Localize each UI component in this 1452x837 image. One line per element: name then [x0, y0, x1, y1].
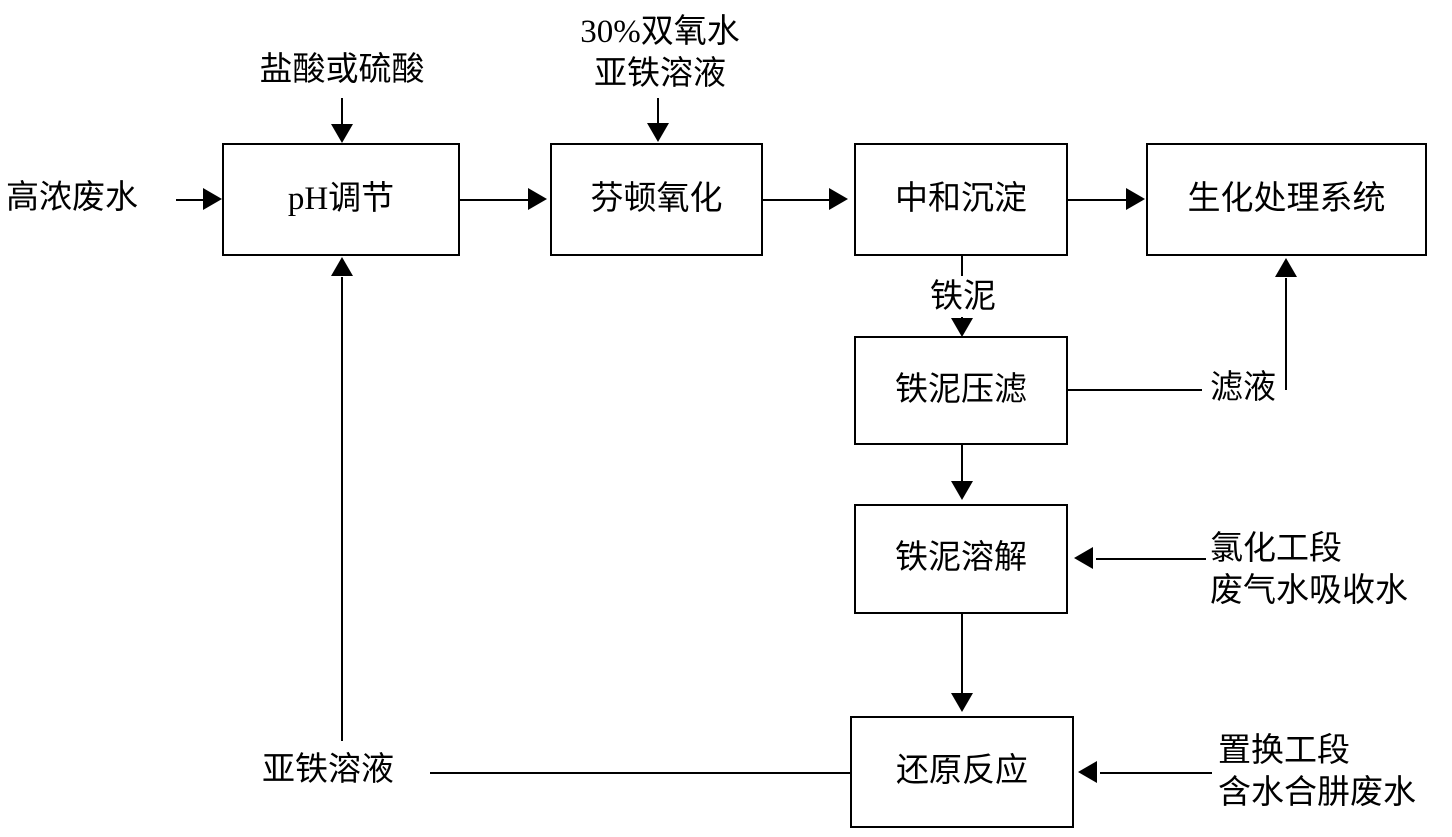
arrowhead-influent-to-ph [203, 188, 222, 210]
label-influent-text: 高浓废水 [6, 180, 138, 216]
node-iron-sludge-dissolution-label: 铁泥溶解 [895, 540, 1027, 577]
arrowhead-dissolve-to-reduce [951, 693, 973, 712]
node-iron-sludge-filter-press[interactable]: 铁泥压滤 [854, 336, 1068, 445]
label-chlorination-line1: 氯化工段 [1210, 531, 1342, 567]
arrowhead-filtrate-to-bio [1275, 258, 1297, 277]
label-ferrous-solution-text: 亚铁溶液 [262, 752, 394, 788]
node-fenton-oxidation-label: 芬顿氧化 [590, 180, 723, 217]
connector-filtrate-to-bio [1285, 278, 1287, 390]
arrowhead-ferrous-to-ph [331, 257, 353, 276]
label-filtrate-text: 滤液 [1210, 370, 1276, 406]
connector-dissolve-to-reduce [961, 614, 963, 694]
node-reduction-reaction-label: 还原反应 [896, 753, 1028, 790]
arrowhead-acid-to-ph [331, 124, 353, 143]
node-reduction-reaction[interactable]: 还原反应 [850, 716, 1074, 828]
label-displacement-line2: 含水合肼废水 [1218, 775, 1416, 812]
label-peroxide-line2: 亚铁溶液 [594, 56, 726, 93]
node-neutralization-precipitation-label: 中和沉淀 [895, 180, 1027, 217]
connector-press-to-dissolve [961, 445, 963, 483]
connector-chlorination-to-dissolve [1096, 558, 1206, 560]
label-displacement-hydrazine-wastewater: 置换工段 含水合肼废水 [1218, 730, 1448, 815]
connector-press-to-filtrate [1068, 389, 1202, 391]
connector-neutral-to-bio [1068, 199, 1130, 201]
arrowhead-fenton-to-neutral [829, 188, 848, 210]
arrowhead-press-to-dissolve [951, 481, 973, 500]
node-fenton-oxidation[interactable]: 芬顿氧化 [550, 143, 763, 256]
connector-peroxide-to-fenton [657, 98, 659, 126]
connector-ph-to-fenton [460, 199, 532, 201]
arrowhead-peroxide-to-fenton [647, 123, 669, 142]
connector-influent-to-ph [176, 199, 208, 201]
connector-fenton-to-neutral [763, 199, 831, 201]
connector-acid-to-ph [341, 98, 343, 128]
node-iron-sludge-filter-press-label: 铁泥压滤 [895, 371, 1027, 408]
label-acid-text: 盐酸或硫酸 [259, 52, 425, 88]
label-chlorination-absorption-water: 氯化工段 废气水吸收水 [1210, 528, 1440, 613]
node-ph-adjustment-label: pH调节 [287, 180, 395, 217]
arrowhead-neutral-to-bio [1126, 188, 1145, 210]
arrowhead-neutral-to-press [951, 318, 973, 337]
label-acid: 盐酸或硫酸 [218, 50, 466, 91]
label-chlorination-line2: 废气水吸收水 [1210, 573, 1408, 610]
node-ph-adjustment[interactable]: pH调节 [222, 143, 460, 256]
label-peroxide: 30%双氧水 亚铁溶液 [538, 11, 782, 96]
arrowhead-chlorination-to-dissolve [1074, 547, 1093, 569]
label-peroxide-line1: 30%双氧水 [580, 14, 740, 50]
label-iron-sludge: 铁泥 [901, 277, 1025, 318]
node-biochemical-treatment-system-label: 生化处理系统 [1187, 180, 1386, 217]
node-neutralization-precipitation[interactable]: 中和沉淀 [854, 143, 1068, 256]
connector-ferrous-riser-to-ph [341, 277, 343, 741]
arrowhead-ph-to-fenton [528, 188, 547, 210]
label-influent: 高浓废水 [6, 178, 176, 219]
connector-neutral-to-press-upper [961, 256, 963, 276]
connector-reduce-to-ferrous [428, 772, 852, 774]
node-iron-sludge-dissolution[interactable]: 铁泥溶解 [854, 504, 1068, 614]
label-displacement-line1: 置换工段 [1218, 733, 1350, 769]
connector-displacement-to-reduce [1100, 772, 1212, 774]
label-iron-sludge-text: 铁泥 [930, 279, 996, 315]
arrowhead-displacement-to-reduce [1078, 761, 1097, 783]
label-filtrate: 滤液 [1202, 368, 1284, 409]
node-biochemical-treatment-system[interactable]: 生化处理系统 [1146, 143, 1427, 256]
label-ferrous-solution: 亚铁溶液 [262, 750, 430, 791]
